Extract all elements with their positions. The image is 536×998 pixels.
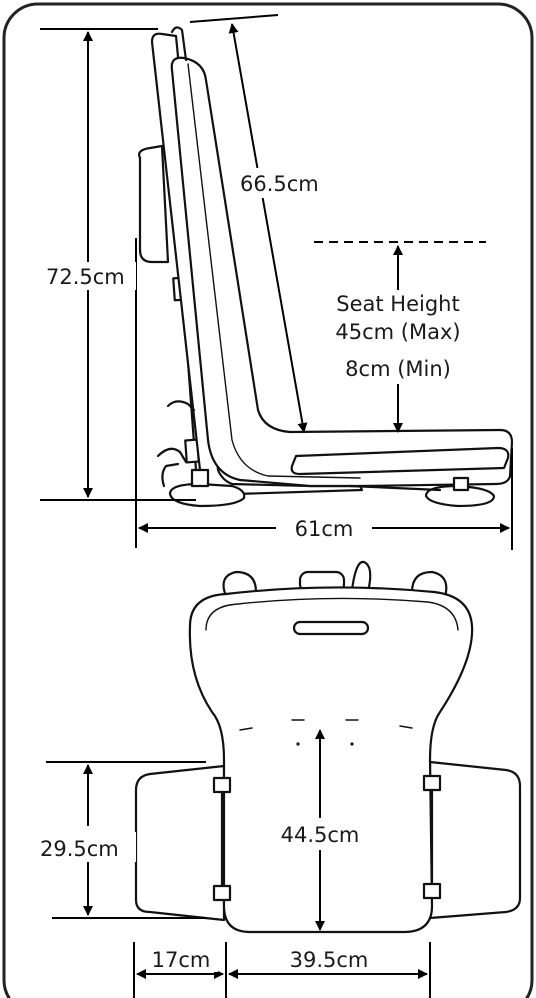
left-handle-loop: [222, 570, 258, 598]
right-side-flap: [428, 760, 522, 920]
backrest-length-label: 66.5cm: [240, 172, 319, 196]
footrest-plate: [290, 446, 510, 476]
front-suction-cup: [424, 484, 496, 508]
flap-width-label: 17cm: [152, 948, 211, 972]
top-strap: [350, 560, 372, 594]
release-lever: [156, 447, 188, 464]
control-box: [138, 144, 170, 264]
top-view-chair: [134, 560, 522, 934]
seat-length-label: 44.5cm: [281, 823, 360, 847]
seat-cushion: [170, 56, 514, 488]
left-lower-hinge: [212, 884, 232, 902]
rear-suction-cup: [168, 482, 246, 508]
top-handle-slot: [292, 620, 370, 636]
side-view-chair: [138, 26, 514, 508]
top-view-dimensions: [46, 729, 431, 998]
height-total-label: 72.5cm: [46, 265, 125, 289]
seat-height-max-label: 45cm (Max): [335, 320, 460, 344]
depth-label: 61cm: [295, 517, 354, 541]
seat-height-title: Seat Height: [336, 292, 459, 316]
right-lower-hinge: [422, 882, 442, 900]
seat-height-min-label: 8cm (Min): [345, 357, 451, 381]
top-view-labels: 44.5cm 29.5cm 17cm 39.5cm: [38, 818, 376, 972]
seat-body-top-view: [188, 586, 474, 934]
left-upper-hinge: [212, 776, 232, 794]
strap-loop: [170, 26, 188, 62]
backrest-dimension-arrow: [228, 23, 308, 433]
seat-width-label: 39.5cm: [290, 948, 369, 972]
left-side-flap: [134, 764, 226, 922]
flap-depth-label: 29.5cm: [40, 837, 119, 861]
side-view-labels: 72.5cm 66.5cm Seat Height 45cm (Max) 8cm…: [44, 168, 461, 541]
right-upper-hinge: [422, 774, 442, 792]
